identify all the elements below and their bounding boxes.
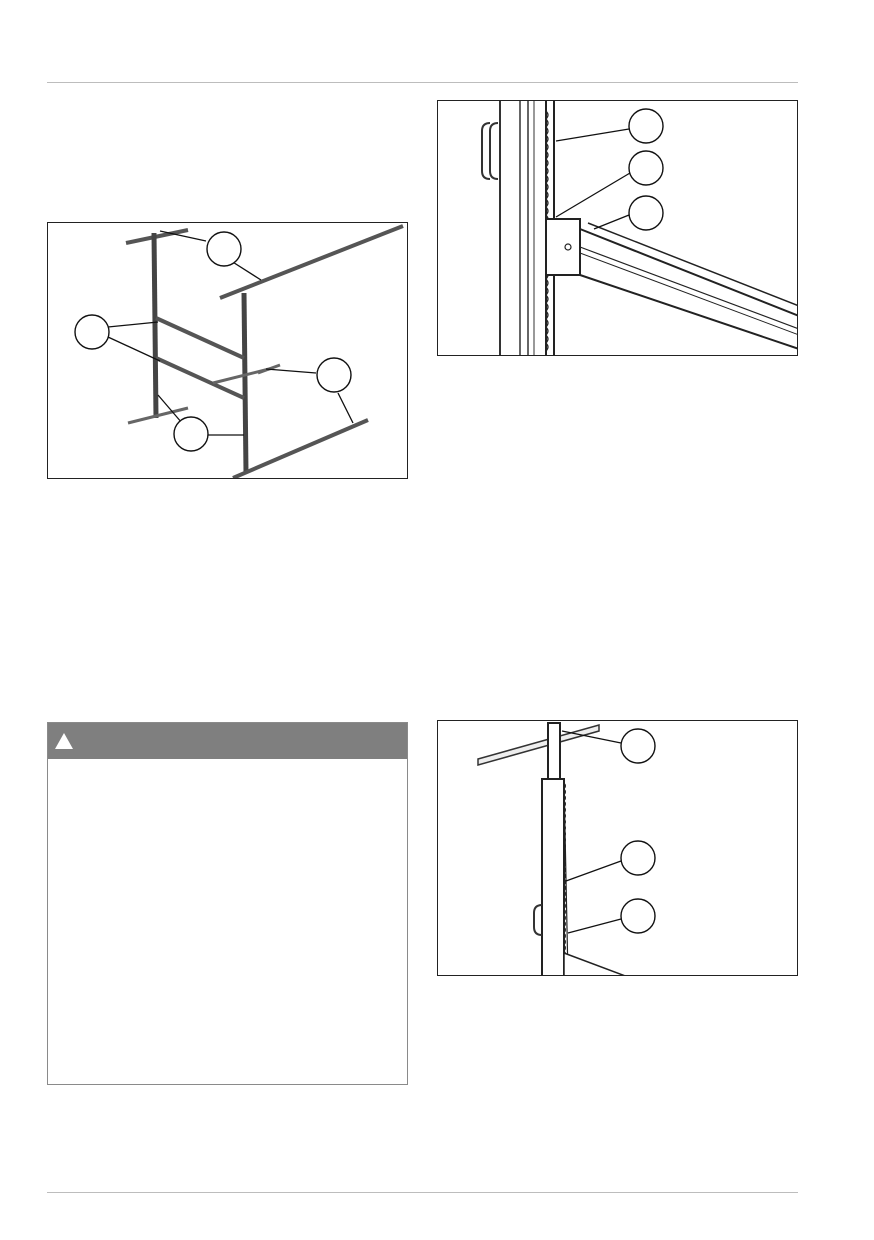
- callout-3: [265, 357, 354, 424]
- warning-header: [48, 723, 407, 759]
- footer-rule: [47, 1192, 798, 1193]
- figure-upright-top-detail: [437, 720, 798, 976]
- callout-6: [555, 150, 664, 218]
- callout-7: [593, 195, 664, 231]
- upright-rail-drawing: [481, 101, 797, 355]
- callout-10: [567, 898, 656, 934]
- figure-upright-rail-detail: [437, 100, 798, 356]
- header-rule: [47, 82, 798, 83]
- callout-4: [157, 394, 244, 452]
- warning-box: [47, 722, 408, 1085]
- callout-9: [565, 840, 656, 882]
- warning-triangle-icon: [55, 733, 73, 749]
- callout-8: [561, 728, 656, 764]
- callout-5: [555, 108, 664, 144]
- upright-top-drawing: [477, 722, 656, 975]
- figure-rack-frame-overview: [47, 222, 408, 479]
- callout-2: [74, 314, 161, 362]
- callout-1: [159, 230, 262, 281]
- rack-frame-drawing: [74, 224, 404, 478]
